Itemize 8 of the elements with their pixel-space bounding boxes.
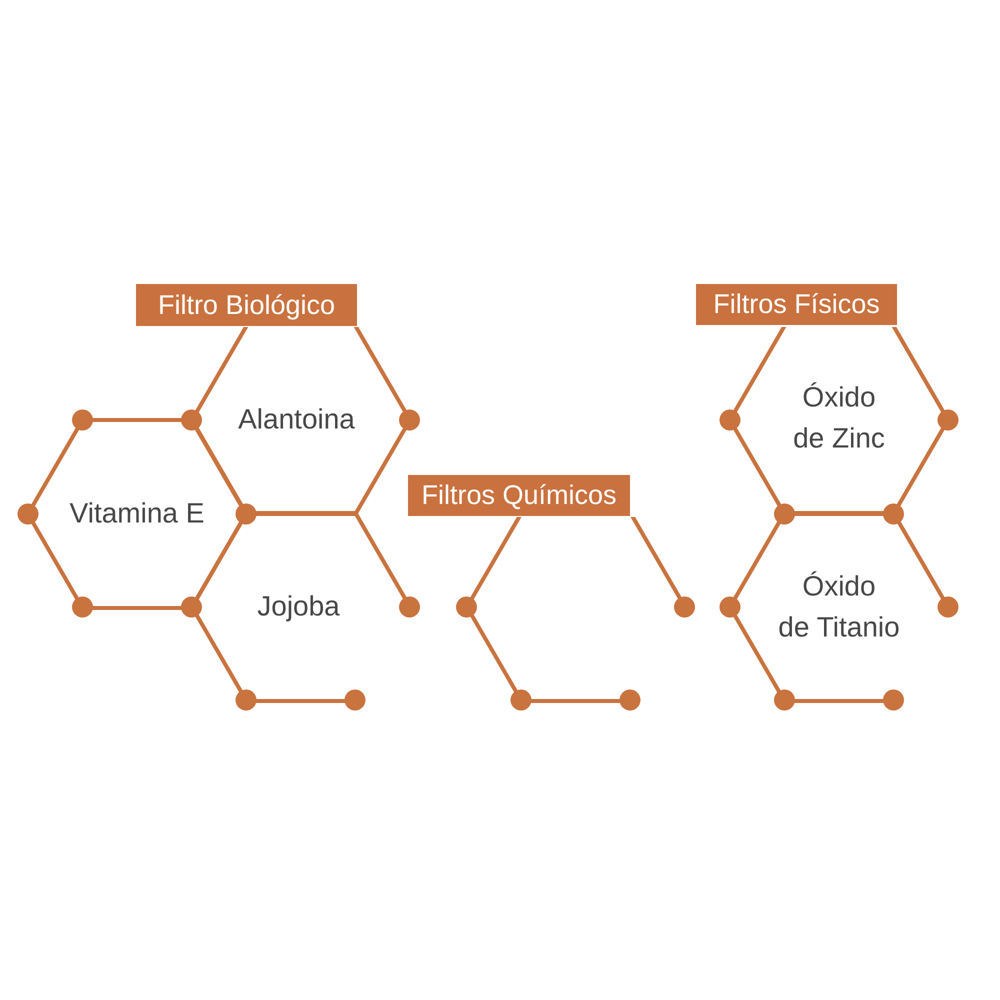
category-label: Filtros Químicos	[408, 475, 630, 516]
ingredient-name: Óxido de Zinc	[793, 380, 885, 455]
category-label: Filtros Físicos	[696, 284, 897, 325]
ingredient-name: Jojoba	[257, 590, 340, 624]
category-label: Filtro Biológico	[136, 284, 357, 326]
ingredient-name: Alantoina	[238, 402, 355, 437]
ingredient-name: Óxido de Titanio	[778, 569, 900, 644]
ingredient-name: Vitamina E	[70, 496, 204, 531]
